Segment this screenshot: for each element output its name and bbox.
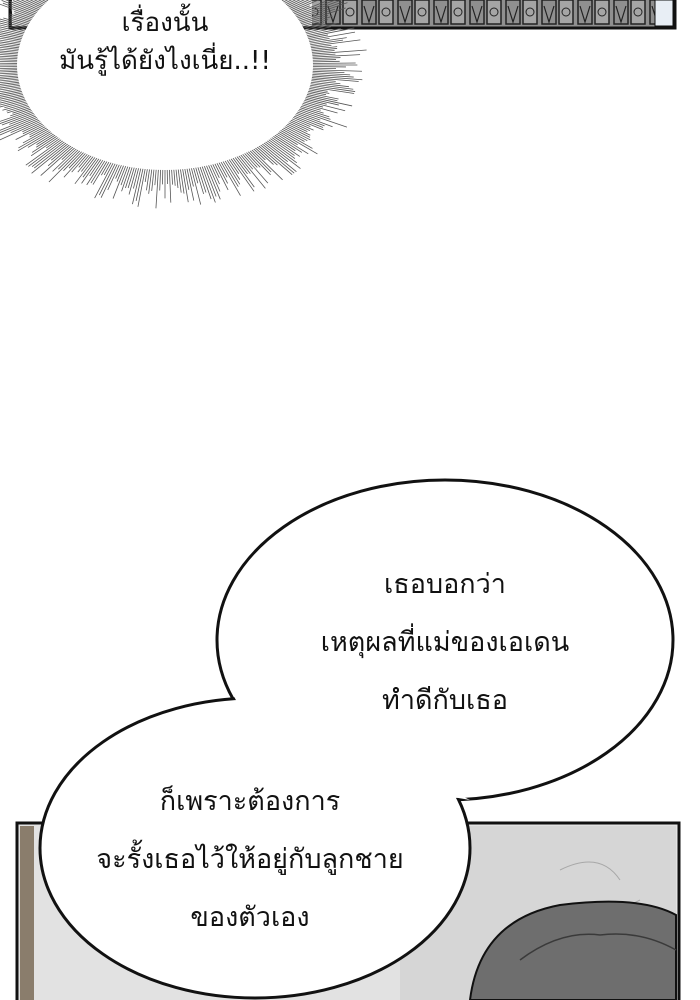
speech-bubble-upper-text: เธอบอกว่า เหตุผลที่แม่ของเอเดน ทำดีกับเธ…: [290, 565, 600, 721]
text-line: ของตัวเอง: [70, 898, 430, 938]
text-line: มันรู้ได้ยังไงเนี่ย..!!: [30, 42, 300, 80]
text-line: จะรั้งเธอไว้ให้อยู่กับลูกชาย: [70, 840, 430, 880]
text-line: เธอบอกว่า: [290, 565, 600, 605]
text-line: เรื่องนั้น: [30, 4, 300, 42]
speech-bubble-lower-text: ก็เพราะต้องการ จะรั้งเธอไว้ให้อยู่กับลูก…: [70, 782, 430, 938]
text-line: ทำดีกับเธอ: [290, 681, 600, 721]
text-line: เหตุผลที่แม่ของเอเดน: [290, 623, 600, 663]
burst-bubble-text: เรื่องนั้น มันรู้ได้ยังไงเนี่ย..!!: [30, 4, 300, 80]
text-line: ก็เพราะต้องการ: [70, 782, 430, 822]
